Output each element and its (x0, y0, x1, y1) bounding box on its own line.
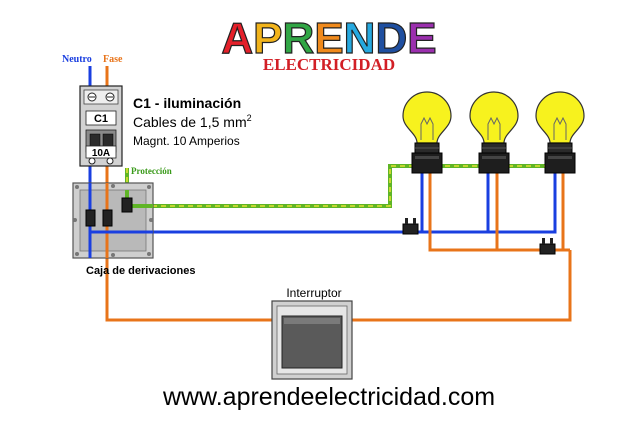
cable-spec: Cables de 1,5 mm2 (133, 113, 252, 130)
fase-wire-lamp1 (428, 172, 570, 252)
logo: APRENDE ELECTRICIDAD (221, 13, 437, 74)
logo-letter: E (314, 14, 343, 63)
wire-connector-icon (85, 197, 133, 227)
bulbs (402, 91, 585, 174)
circuit-breaker-icon: C1 10A (79, 85, 123, 167)
logo-word: APRENDE (221, 14, 436, 63)
breaker-id-label: C1 (94, 113, 108, 125)
neutro-wire-bus (416, 172, 557, 234)
circuit-title: C1 - iluminación (133, 95, 241, 111)
light-bulb-icon (469, 91, 519, 174)
wire-connector-icon (402, 218, 556, 255)
logo-letter: E (407, 14, 436, 63)
junction-box-icon (72, 182, 154, 259)
magnet-spec: Magnt. 10 Amperios (133, 134, 240, 148)
cable-spec-exponent: 2 (247, 113, 252, 123)
proteccion-wire-stripe (126, 165, 572, 207)
footer-url[interactable]: www.aprendeelectricidad.com (162, 383, 495, 411)
logo-subtitle: ELECTRICIDAD (263, 55, 395, 74)
light-bulb-icon (535, 91, 585, 174)
logo-letter: N (344, 14, 376, 63)
light-switch-icon[interactable] (271, 300, 353, 380)
switch-label: Interruptor (286, 286, 341, 300)
logo-letter: P (253, 14, 282, 63)
logo-letter: A (221, 14, 253, 63)
logo-letter: D (375, 14, 407, 63)
junction-box-label: Caja de derivaciones (86, 265, 195, 277)
fase-label: Fase (103, 54, 123, 65)
switch-rocker[interactable] (281, 315, 343, 369)
fase-wire-from-switch (347, 250, 572, 322)
cable-spec-text: Cables de 1,5 mm (133, 114, 247, 130)
light-bulb-icon (402, 91, 452, 174)
neutro-label: Neutro (62, 54, 92, 65)
logo-letter: R (283, 14, 315, 63)
proteccion-label: Protección (131, 166, 172, 176)
breaker-rating-label: 10A (92, 148, 110, 159)
